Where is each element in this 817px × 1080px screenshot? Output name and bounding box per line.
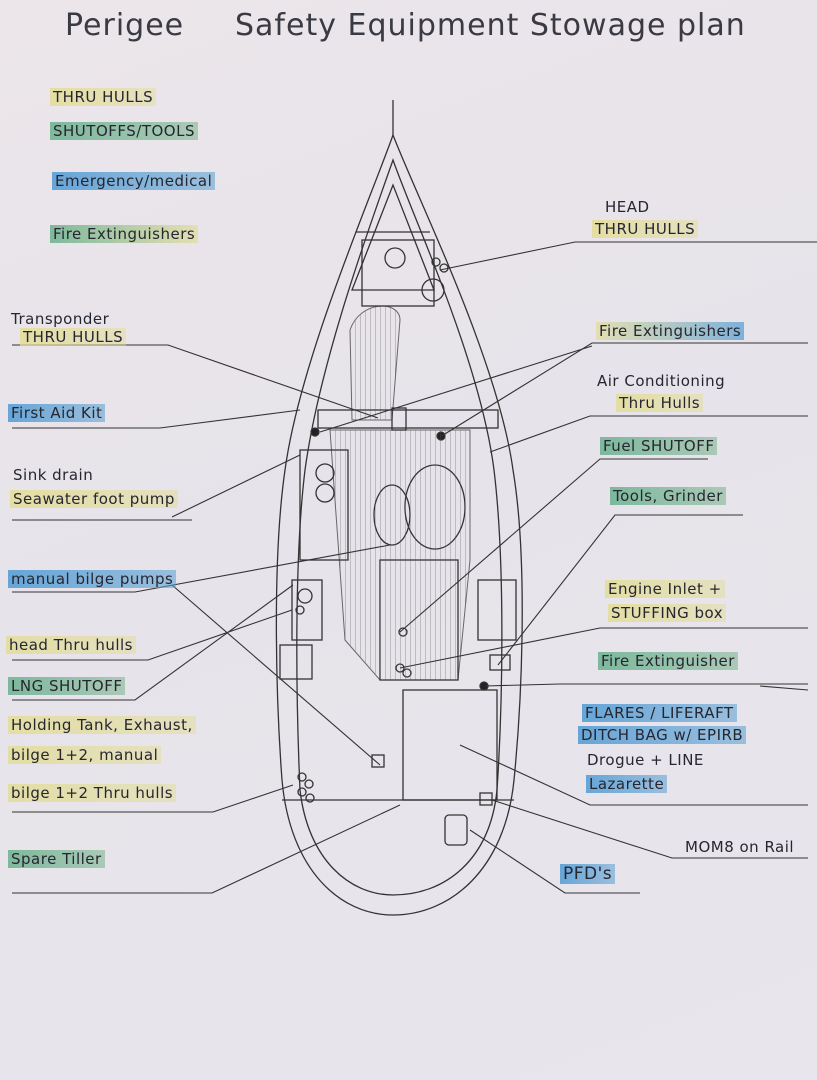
label-fire-extinguishers: Fire Extinguishers bbox=[596, 322, 745, 340]
title-boat-name: Perigee bbox=[65, 8, 185, 43]
label-tools-grinder: Tools, Grinder bbox=[610, 487, 726, 505]
label-fire-extinguisher: Fire Extinguisher bbox=[598, 652, 738, 670]
label-manual-bilge-pumps: manual bilge pumps bbox=[8, 570, 177, 588]
legend-thru-hulls: THRU HULLS bbox=[50, 88, 157, 106]
page-title: Safety Equipment Stowage plan bbox=[235, 8, 746, 43]
label-engine-inlet: Engine Inlet + bbox=[605, 580, 725, 598]
label-flares-liferaft: FLARES / LIFERAFT bbox=[582, 704, 737, 722]
label-holding-tank-3: bilge 1+2 Thru hulls bbox=[8, 784, 177, 802]
legend-fire-extinguishers: Fire Extinguishers bbox=[50, 225, 199, 243]
label-pfds: PFD's bbox=[560, 864, 616, 884]
label-mom8-on-rail: MOM8 on Rail bbox=[685, 838, 795, 856]
leader-lines bbox=[12, 241, 817, 894]
label-seawater-pump: Seawater foot pump bbox=[10, 490, 178, 508]
label-head-thru-hulls-right: THRU HULLS bbox=[592, 220, 699, 238]
label-holding-tank-1: Holding Tank, Exhaust, bbox=[8, 716, 196, 734]
label-ac-thru-hulls: Thru Hulls bbox=[616, 394, 704, 412]
label-holding-tank-2: bilge 1+2, manual bbox=[8, 746, 162, 764]
label-drogue-line: Drogue + LINE bbox=[587, 751, 704, 769]
label-head: HEAD bbox=[605, 198, 650, 216]
label-fuel-shutoff: Fuel SHUTOFF bbox=[600, 437, 718, 455]
label-air-conditioning: Air Conditioning bbox=[597, 372, 726, 390]
legend-emergency-medical: Emergency/medical bbox=[52, 172, 216, 190]
label-spare-tiller: Spare Tiller bbox=[8, 850, 105, 868]
label-transponder-thru-hulls: THRU HULLS bbox=[20, 328, 127, 346]
label-stuffing-box: STUFFING box bbox=[608, 604, 727, 622]
label-transponder: Transponder bbox=[11, 310, 110, 328]
label-ditch-bag: DITCH BAG w/ EPIRB bbox=[578, 726, 747, 744]
label-lng-shutoff: LNG SHUTOFF bbox=[8, 677, 126, 695]
label-first-aid-kit: First Aid Kit bbox=[8, 404, 106, 422]
legend-shutoffs-tools: SHUTOFFS/TOOLS bbox=[50, 122, 198, 140]
cabin-sole-hatching bbox=[329, 305, 471, 681]
label-sink-drain: Sink drain bbox=[13, 466, 94, 484]
label-head-thru-hulls: head Thru hulls bbox=[6, 636, 136, 654]
label-lazarette: Lazarette bbox=[586, 775, 668, 793]
